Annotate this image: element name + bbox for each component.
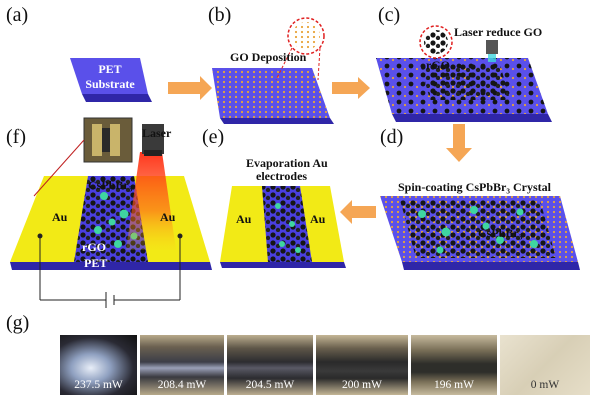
power-label-5: 196 mW <box>434 379 474 391</box>
crystal-coated-substrate <box>380 196 580 270</box>
power-label-1: 237.5 mW <box>74 379 123 391</box>
au-left-e: Au <box>236 212 252 226</box>
micrograph-5: 196 mW <box>411 335 497 395</box>
power-label-6: 0 mW <box>530 379 560 391</box>
go-magnified-circle <box>275 17 325 81</box>
au-right-e: Au <box>310 212 326 226</box>
panel-label-e: (e) <box>202 126 225 148</box>
au-left-f: Au <box>52 210 68 224</box>
power-label-4: 200 mW <box>342 379 382 391</box>
electrode-device-e <box>220 186 346 268</box>
micrograph-3: 204.5 mW <box>227 335 313 395</box>
micrograph-1: 237.5 mW <box>60 335 137 395</box>
rgo-patterned-substrate <box>376 58 552 122</box>
rgo-tag-c: rGO <box>426 58 450 72</box>
process-arrow-c-d <box>446 124 472 162</box>
pet-substrate <box>70 58 152 102</box>
device-photo-inset <box>83 117 133 163</box>
power-label-3: 204.5 mW <box>245 379 295 391</box>
rgo-label-f: rGO <box>82 240 106 254</box>
panel-label-g: (g) <box>6 312 30 334</box>
panel-label-b: (b) <box>208 4 232 26</box>
laser-beam <box>126 152 176 250</box>
au-right-f: Au <box>160 210 176 224</box>
cspbbr3-label-f: CsPbBr₃ <box>88 178 133 192</box>
spin-coating-caption: Spin-coating CsPbBr₃ Crystal <box>398 180 551 194</box>
panel-label-a: (a) <box>6 4 29 26</box>
measurement-circuit <box>37 233 183 308</box>
power-label-2: 208.4 mW <box>157 379 207 391</box>
inset-pointer-line <box>33 139 85 197</box>
laser-head-c <box>486 40 498 62</box>
panel-label-c: (c) <box>378 4 401 26</box>
rgo-magnified-circle <box>419 25 453 59</box>
micrograph-2: 208.4 mW <box>140 335 224 395</box>
process-arrow-a-b <box>168 76 212 100</box>
laser-reduce-caption: Laser reduce GO <box>454 25 543 39</box>
laser-label-f: Laser <box>142 126 172 140</box>
panel-label-d: (d) <box>380 126 404 148</box>
evaporation-caption-line1: Evaporation Au <box>246 156 328 170</box>
evaporation-caption-line2: electrodes <box>256 169 308 183</box>
micrograph-6: 0 mW <box>500 335 590 395</box>
laser-head-f <box>142 124 164 156</box>
go-deposited-substrate <box>212 68 334 124</box>
cspbbr3-tag-d: CsPbBr₃ <box>478 226 523 240</box>
process-arrow-b-c <box>332 77 370 99</box>
pet-substrate-label: PET Substrate <box>85 62 135 91</box>
panel-label-f: (f) <box>6 126 26 148</box>
micrograph-4: 200 mW <box>316 335 408 395</box>
pet-label-f: PET <box>84 256 108 270</box>
go-deposition-caption: GO Deposition <box>230 50 307 64</box>
process-arrow-d-e <box>340 200 376 224</box>
crystal-particles-d <box>418 206 538 254</box>
